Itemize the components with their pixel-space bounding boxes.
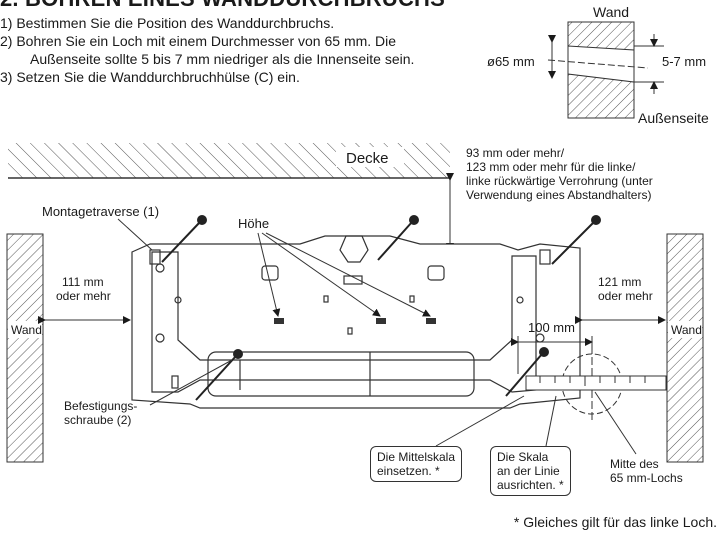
plate-clip-right bbox=[539, 249, 551, 265]
height-label: Höhe bbox=[238, 216, 269, 231]
right-clearance-line-2: oder mehr bbox=[598, 289, 653, 303]
screws bbox=[161, 215, 601, 401]
screw-top-center-head bbox=[409, 215, 419, 225]
section-heading: 2. BOHREN EINES WANDDURCHBRUCHS bbox=[0, 0, 445, 12]
callout-line-scale-line-1: Die Skala bbox=[497, 450, 549, 464]
height-arrow-2 bbox=[261, 232, 381, 317]
screw-top-right bbox=[551, 221, 595, 265]
callout-line-scale-line-3: ausrichten. * bbox=[497, 478, 564, 492]
wall-section-inset: Wand ø65 mm 5-7 mm Außenseite bbox=[487, 4, 709, 126]
left-wall: Wand bbox=[6, 233, 44, 463]
screw-label-line-2: schraube (2) bbox=[64, 413, 131, 427]
step-2-continued: Außenseite sollte 5 bis 7 mm niedriger a… bbox=[30, 51, 415, 67]
footnote: * Gleiches gilt für das linke Loch. bbox=[513, 514, 717, 530]
right-wall-label-bg bbox=[668, 321, 702, 338]
callout-center-scale-line-2: einsetzen. * bbox=[377, 464, 440, 478]
screw-top-left-head bbox=[197, 215, 207, 225]
ceiling: Decke bbox=[8, 143, 450, 179]
inset-diameter-label: ø65 mm bbox=[487, 54, 535, 69]
plate-lock-left bbox=[171, 375, 179, 389]
step-1: 1) Bestimmen Sie die Position des Wanddu… bbox=[0, 15, 335, 31]
plate-hole-2 bbox=[174, 296, 182, 304]
screw-top-left bbox=[161, 221, 201, 263]
callout-center-scale: Die Mittelskala einsetzen. * bbox=[370, 446, 463, 482]
annotations: Montagetraverse (1) 111 mm oder mehr 121… bbox=[38, 204, 666, 427]
plate-mark-1 bbox=[323, 295, 329, 303]
plate-lower-slot bbox=[207, 351, 475, 397]
plate-center-tab bbox=[339, 235, 369, 263]
line-scale-leader bbox=[545, 395, 557, 447]
plate-outline bbox=[131, 235, 581, 409]
inset-centerline bbox=[547, 59, 649, 69]
screw-bottom-left bbox=[195, 355, 237, 401]
gauge-bar bbox=[525, 375, 667, 391]
plate-mark-3 bbox=[409, 295, 415, 303]
ceiling-label: Decke bbox=[346, 150, 389, 167]
right-wall-hatch bbox=[666, 233, 704, 463]
right-clearance-line-1: 121 mm bbox=[598, 275, 641, 289]
height-markers: Höhe bbox=[238, 216, 436, 324]
plate-hook-right bbox=[427, 265, 445, 281]
plate-hook-left bbox=[261, 265, 279, 281]
plate-mark-2 bbox=[347, 327, 353, 335]
ceiling-label-bg bbox=[336, 147, 404, 167]
height-arrow-3 bbox=[265, 232, 431, 317]
plate-inner-frame bbox=[151, 251, 537, 393]
top-clearance-line-1: 93 mm oder mehr/ bbox=[466, 146, 565, 160]
mounting-plate bbox=[131, 235, 581, 409]
right-wall: Wand bbox=[666, 233, 704, 463]
hole-center-line-2: 65 mm-Lochs bbox=[610, 471, 683, 485]
screw-label-leader bbox=[149, 359, 233, 406]
hole-center-leader bbox=[594, 391, 637, 455]
inset-drop-label: 5-7 mm bbox=[662, 54, 706, 69]
instruction-steps: 1) Bestimmen Sie die Position des Wanddu… bbox=[0, 14, 414, 86]
screw-bottom-left-head bbox=[233, 349, 243, 359]
height-mark-2 bbox=[376, 318, 386, 324]
mounting-plate-leader bbox=[117, 218, 153, 251]
plate-hole-3 bbox=[155, 333, 165, 343]
callout-center-scale-line-1: Die Mittelskala bbox=[377, 450, 456, 464]
callout-line-scale-line-2: an der Linie bbox=[497, 464, 560, 478]
step-3: 3) Setzen Sie die Wanddurchbruchhülse (C… bbox=[0, 69, 300, 85]
callout-line-scale: Die Skala an der Linie ausrichten. * bbox=[490, 446, 571, 496]
center-scale-leader bbox=[435, 395, 525, 447]
inset-wall-label: Wand bbox=[593, 4, 629, 20]
step-2: 2) Bohren Sie ein Loch mit einem Durchme… bbox=[0, 33, 397, 49]
left-wall-label-bg bbox=[8, 321, 42, 338]
top-clearance-line-3: linke rückwärtige Verrohrung (unter bbox=[466, 174, 653, 188]
left-clearance-line-2: oder mehr bbox=[56, 289, 111, 303]
hole-center-line-1: Mitte des bbox=[610, 457, 659, 471]
top-clearance-line-4: Verwendung eines Abstandhalters) bbox=[466, 188, 651, 202]
left-wall-hatch bbox=[6, 233, 44, 463]
left-wall-label: Wand bbox=[11, 323, 42, 337]
screw-label-line-1: Befestigungs- bbox=[64, 399, 137, 413]
height-mark-3 bbox=[426, 318, 436, 324]
height-mark-1 bbox=[274, 318, 284, 324]
plate-center-slot bbox=[343, 275, 363, 285]
hole-offset-label: 100 mm bbox=[528, 320, 575, 335]
height-arrow-1 bbox=[257, 232, 281, 317]
plate-hole-4 bbox=[516, 296, 524, 304]
top-clearance: 93 mm oder mehr/ 123 mm oder mehr für di… bbox=[446, 146, 653, 251]
wall-hole-gauge: Mitte des 65 mm-Lochs bbox=[435, 346, 683, 485]
screw-top-right-head bbox=[591, 215, 601, 225]
mounting-plate-label: Montagetraverse (1) bbox=[42, 204, 159, 219]
left-clearance-line-1: 111 mm bbox=[62, 275, 104, 289]
plate-clip-left bbox=[149, 249, 161, 265]
right-wall-label: Wand bbox=[671, 323, 702, 337]
screw-top-center bbox=[377, 221, 413, 261]
top-clearance-line-2: 123 mm oder mehr für die linke/ bbox=[466, 160, 636, 174]
inset-outside-label: Außenseite bbox=[638, 110, 709, 126]
screw-bottom-right bbox=[505, 353, 543, 397]
screw-bottom-right-head bbox=[539, 347, 549, 357]
